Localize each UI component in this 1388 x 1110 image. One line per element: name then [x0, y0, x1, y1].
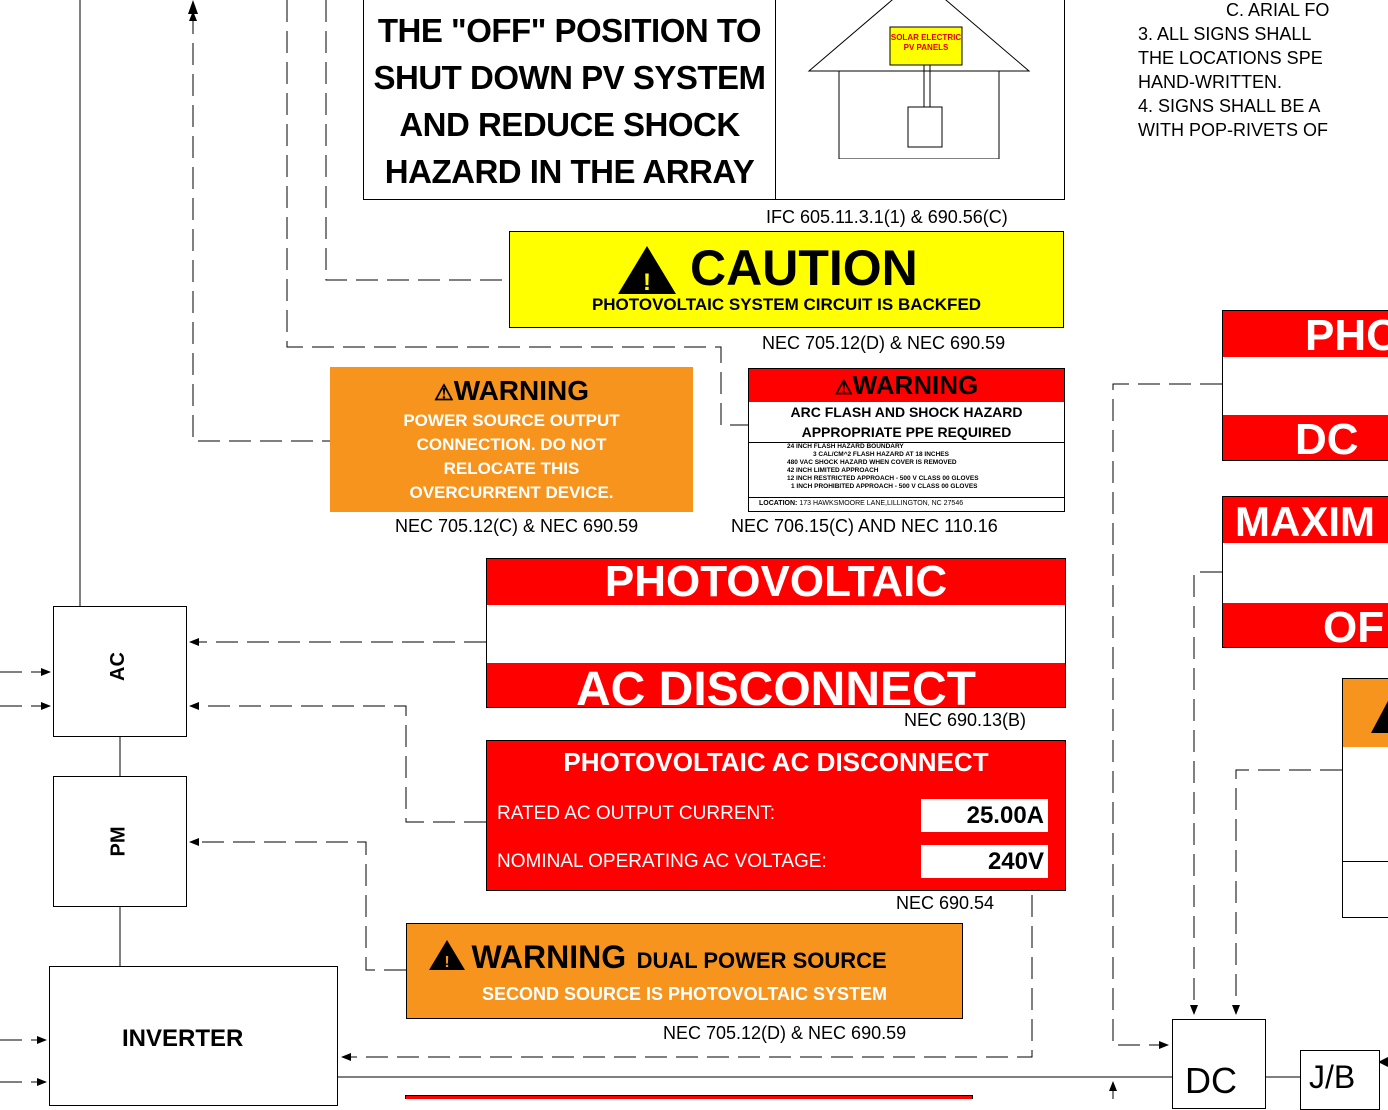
inverter-box: INVERTER [49, 966, 338, 1106]
overcurrent-line-2: CONNECTION. DO NOT [416, 435, 607, 454]
house-label-line1: SOLAR ELECTRIC [890, 33, 962, 42]
jb-box-label: J/B [1309, 1059, 1356, 1095]
arcflash-detail-1: 24 INCH FLASH HAZARD BOUNDARY [787, 443, 904, 450]
pm-box-label: PM [107, 826, 130, 857]
placard-line-2: SHUT DOWN PV SYSTEM [373, 59, 766, 96]
pv-ac-disconnect-ref: NEC 690.13(B) [904, 710, 1027, 730]
pv-ac-rating-row1-value: 25.00A [921, 799, 1048, 832]
warning-triangle-icon: ! [618, 246, 676, 296]
caution-subtitle: PHOTOVOLTAIC SYSTEM CIRCUIT IS BACKFED [591, 295, 982, 314]
pv-ac-rating-row2-value: 240V [921, 845, 1048, 878]
overcurrent-line-4: OVERCURRENT DEVICE. [409, 483, 614, 502]
house-label-line2: PV PANELS [903, 43, 949, 52]
ac-box-label: AC [106, 652, 129, 681]
warning-triangle-icon [1371, 700, 1388, 733]
placard-line-1: THE "OFF" POSITION TO [377, 12, 762, 49]
ac-box: AC [53, 606, 187, 737]
dual-title: WARNING [471, 939, 627, 975]
pv-ac-rating-label: PHOTOVOLTAIC AC DISCONNECT RATED AC OUTP… [486, 740, 1066, 891]
dual-ref: NEC 705.12(D) & NEC 690.59 [663, 1023, 907, 1043]
notes-line-2: 3. ALL SIGNS SHALL [1138, 24, 1312, 44]
arcflash-title: WARNING [852, 370, 979, 400]
right-label-maxim: MAXIM OF [1222, 496, 1388, 648]
pv-ac-rating-title: PHOTOVOLTAIC AC DISCONNECT [563, 747, 989, 777]
right-orange-band [1343, 679, 1388, 747]
dual-title-row: ! WARNING DUAL POWER SOURCE [427, 938, 887, 976]
caution-ref: NEC 705.12(D) & NEC 690.59 [762, 333, 1006, 353]
caution-label: ! CAUTION PHOTOVOLTAIC SYSTEM CIRCUIT IS… [509, 231, 1064, 328]
overcurrent-title-row: ⚠WARNING [330, 375, 693, 409]
pv-ac-disconnect-label: PHOTOVOLTAIC AC DISCONNECT [486, 558, 1066, 708]
warning-dual-label: ! WARNING DUAL POWER SOURCE SECOND SOURC… [406, 923, 963, 1019]
arcflash-detail-2: 3 CAL/CM^2 FLASH HAZARD AT 18 INCHES [813, 451, 949, 458]
pv-ac-rating-ref: NEC 690.54 [896, 893, 995, 913]
arcflash-header: ⚠WARNING [749, 369, 1064, 402]
right-label-pho: PHO DC [1222, 310, 1388, 461]
arcflash-line1: ARC FLASH AND SHOCK HAZARD [790, 404, 1023, 420]
overcurrent-line-1: POWER SOURCE OUTPUT [403, 411, 620, 430]
arcflash-divider [749, 442, 1064, 443]
house-label: SOLAR ELECTRIC PV PANELS [890, 33, 962, 53]
arcflash-detail-5: 12 INCH RESTRICTED APPROACH - 500 V CLAS… [787, 475, 979, 482]
arcflash-ref: NEC 706.15(C) AND NEC 110.16 [731, 516, 998, 536]
pv-ac-disconnect-bottom: AC DISCONNECT [487, 663, 1065, 707]
right-label-maxim-text: MAXIM [1223, 497, 1388, 545]
arcflash-label: ⚠WARNING ARC FLASH AND SHOCK HAZARD APPR… [748, 368, 1065, 512]
right-label-of-text: OF [1223, 603, 1388, 647]
svg-text:!: ! [444, 954, 449, 971]
right-label-pho-text: PHO [1223, 311, 1388, 360]
notes-line-5: 4. SIGNS SHALL BE A [1138, 96, 1321, 116]
dc-box-label: DC [1185, 1060, 1237, 1101]
arcflash-detail-4: 42 INCH LIMITED APPROACH [787, 467, 879, 474]
inverter-box-label: INVERTER [122, 1025, 244, 1052]
pv-ac-rating-row1-label: RATED AC OUTPUT CURRENT: [497, 803, 775, 824]
svg-text:!: ! [643, 269, 651, 296]
arcflash-divider-2 [749, 497, 1064, 498]
arcflash-detail-6: 1 INCH PROHIBITED APPROACH - 500 V CLASS… [791, 483, 978, 490]
pv-ac-disconnect-top: PHOTOVOLTAIC [487, 559, 1065, 605]
arcflash-details: 24 INCH FLASH HAZARD BOUNDARY 3 CAL/CM^2… [787, 443, 979, 491]
arcflash-location: LOCATION: 173 HAWKSMOORE LANE,LILLINGTON… [759, 500, 963, 507]
notes-line-1: C. ARIAL FO [1226, 0, 1330, 20]
caution-title-row: ! CAUTION [610, 238, 970, 296]
caution-title: CAUTION [690, 240, 918, 296]
notes-line-6: WITH POP-RIVETS OF [1138, 120, 1329, 140]
overcurrent-ref: NEC 705.12(C) & NEC 690.59 [395, 516, 639, 536]
placard-ref: IFC 605.11.3.1(1) & 690.56(C) [766, 207, 1008, 227]
warning-triangle-icon: ⚠ [834, 377, 853, 399]
placard-line-4: HAZARD IN THE ARRAY [384, 153, 755, 190]
notes-line-4: HAND-WRITTEN. [1138, 72, 1282, 92]
shutdown-placard: THE "OFF" POSITION TO SHUT DOWN PV SYSTE… [363, 0, 1065, 200]
arcflash-location-value: 173 HAWKSMOORE LANE,LILLINGTON, NC 27546 [799, 500, 964, 507]
warning-triangle-icon: ⚠ [433, 380, 454, 405]
house-diagram-icon [807, 0, 1031, 159]
dc-box: DC [1172, 1019, 1266, 1109]
overcurrent-body: POWER SOURCE OUTPUT CONNECTION. DO NOT R… [330, 409, 693, 505]
warning-overcurrent-label: ⚠WARNING POWER SOURCE OUTPUT CONNECTION.… [330, 367, 693, 512]
shutdown-placard-text: THE "OFF" POSITION TO SHUT DOWN PV SYSTE… [364, 0, 776, 199]
dual-line2: SECOND SOURCE IS PHOTOVOLTAIC SYSTEM [481, 984, 888, 1004]
jb-box: J/B [1300, 1050, 1380, 1110]
notes-line-3: THE LOCATIONS SPE [1138, 48, 1323, 68]
placard-line-3: AND REDUCE SHOCK [399, 106, 740, 143]
arcflash-detail-3: 480 VAC SHOCK HAZARD WHEN COVER IS REMOV… [787, 459, 957, 466]
overcurrent-line-3: RELOCATE THIS [443, 459, 580, 478]
pv-ac-rating-row2-label: NOMINAL OPERATING AC VOLTAGE: [497, 851, 827, 872]
arcflash-location-label: LOCATION: [759, 500, 798, 507]
bottom-red-label-edge [405, 1095, 973, 1099]
right-orange-divider [1343, 861, 1388, 862]
notes-block: C. ARIAL FO 3. ALL SIGNS SHALL THE LOCAT… [1138, 0, 1329, 142]
right-label-dc-text: DC [1223, 415, 1388, 460]
right-label-orange-edge [1342, 678, 1388, 918]
pm-box: PM [53, 776, 187, 907]
arcflash-line2: APPROPRIATE PPE REQUIRED [801, 424, 1012, 440]
dual-title-suffix: DUAL POWER SOURCE [636, 948, 887, 973]
warning-triangle-icon: ! [429, 940, 465, 971]
overcurrent-title: WARNING [453, 375, 590, 406]
